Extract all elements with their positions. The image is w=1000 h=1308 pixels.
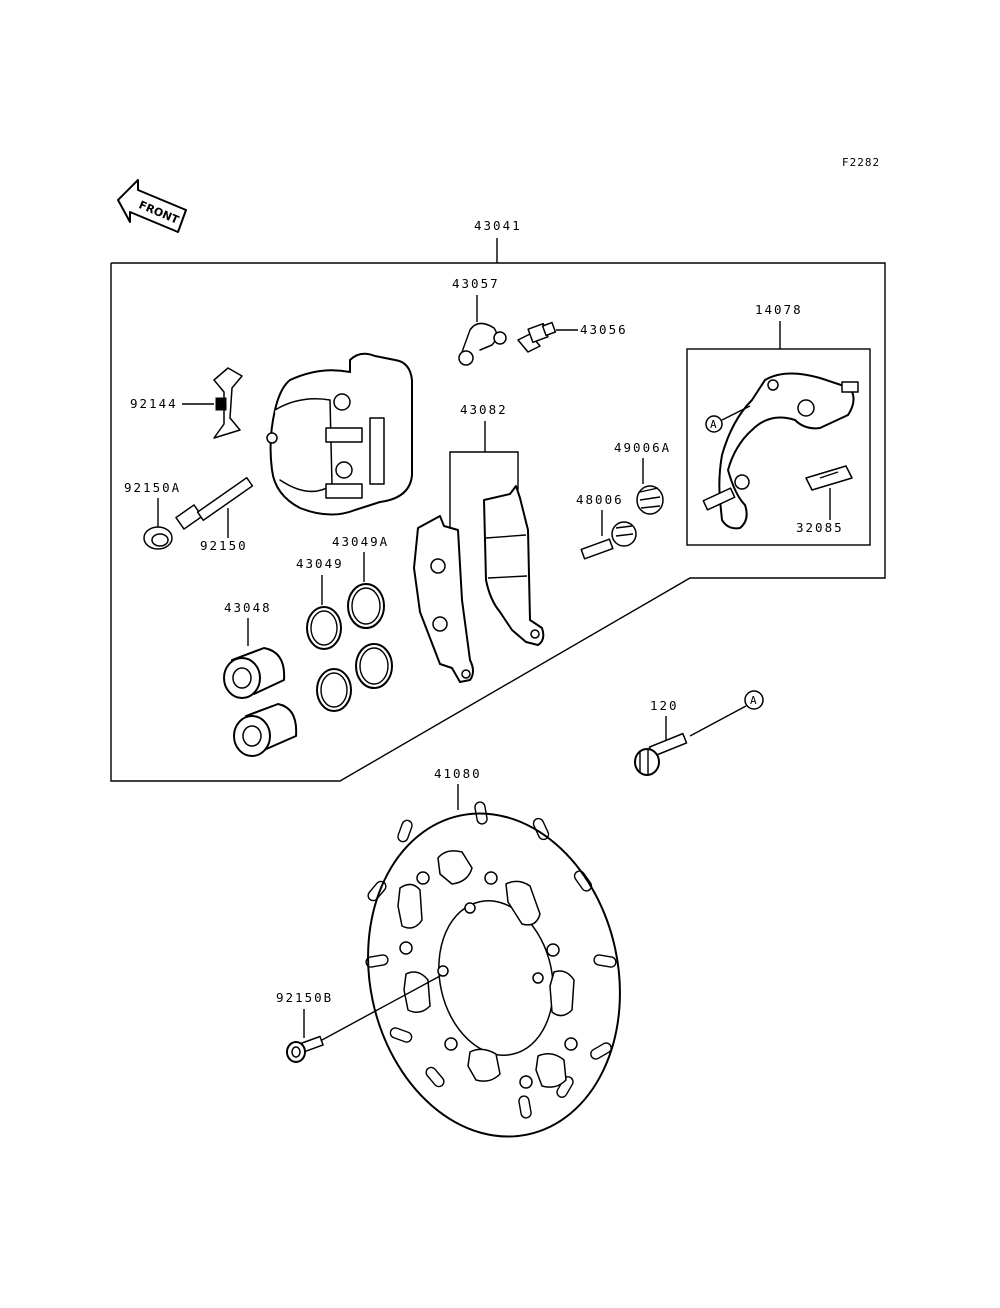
seal-43049-upper	[306, 606, 342, 650]
ref-a-label-bracket: A	[710, 418, 718, 431]
label-pad-clip: 92144	[130, 396, 178, 411]
figure-code: F2282	[842, 156, 880, 169]
brake-pad-left-icon	[413, 515, 474, 683]
piston-upper-icon	[223, 647, 286, 699]
bracket-assy-frame	[686, 348, 871, 546]
bleed-cap-icon	[458, 322, 507, 366]
label-bleed-valve: 43056	[580, 322, 628, 337]
ref-a-label-bolt: A	[750, 694, 758, 707]
ref-a-circle-bolt	[744, 690, 764, 710]
piston-lower-icon	[233, 703, 298, 757]
label-bleed-cap: 43057	[452, 276, 500, 291]
brake-disc-icon	[365, 801, 621, 1138]
label-pin-48006: 48006	[576, 492, 624, 507]
label-pad-spring: 32085	[796, 520, 844, 535]
label-bolt-120: 120	[650, 698, 679, 713]
caliper-bracket-icon	[702, 372, 859, 530]
ref-a-circle-bracket	[705, 415, 723, 433]
seal-43049a-lower	[355, 643, 393, 689]
boot-49006a-icon	[636, 485, 664, 515]
disc-bolt-icon	[286, 1035, 324, 1063]
label-seal-43049a: 43049A	[332, 534, 389, 549]
brake-pad-right-icon	[483, 485, 545, 646]
bolt-120-icon	[634, 732, 688, 776]
seal-43049a-upper	[347, 583, 385, 629]
label-slide-pin-92150: 92150	[200, 538, 248, 553]
label-disc: 41080	[434, 766, 482, 781]
label-boot-92150a: 92150A	[124, 480, 181, 495]
caliper-assy-frame	[110, 262, 886, 782]
bleed-valve-icon	[517, 321, 557, 353]
pin-48006-icon	[580, 521, 637, 560]
label-piston: 43048	[224, 600, 272, 615]
label-disc-bolt: 92150B	[276, 990, 333, 1005]
caliper-body-icon	[266, 352, 413, 516]
front-arrow-icon: FRONT	[117, 179, 187, 233]
slide-pin-92150-icon	[175, 476, 254, 530]
pad-spring-clip-icon	[213, 367, 243, 439]
label-boot-49006a: 49006A	[614, 440, 671, 455]
label-bracket-assy: 14078	[755, 302, 803, 317]
label-seal-43049: 43049	[296, 556, 344, 571]
seal-43049-lower	[316, 668, 352, 712]
pad-spring-icon	[805, 465, 853, 491]
boot-92150a-icon	[143, 526, 173, 550]
label-pad-set: 43082	[460, 402, 508, 417]
label-caliper-assy: 43041	[474, 218, 522, 233]
